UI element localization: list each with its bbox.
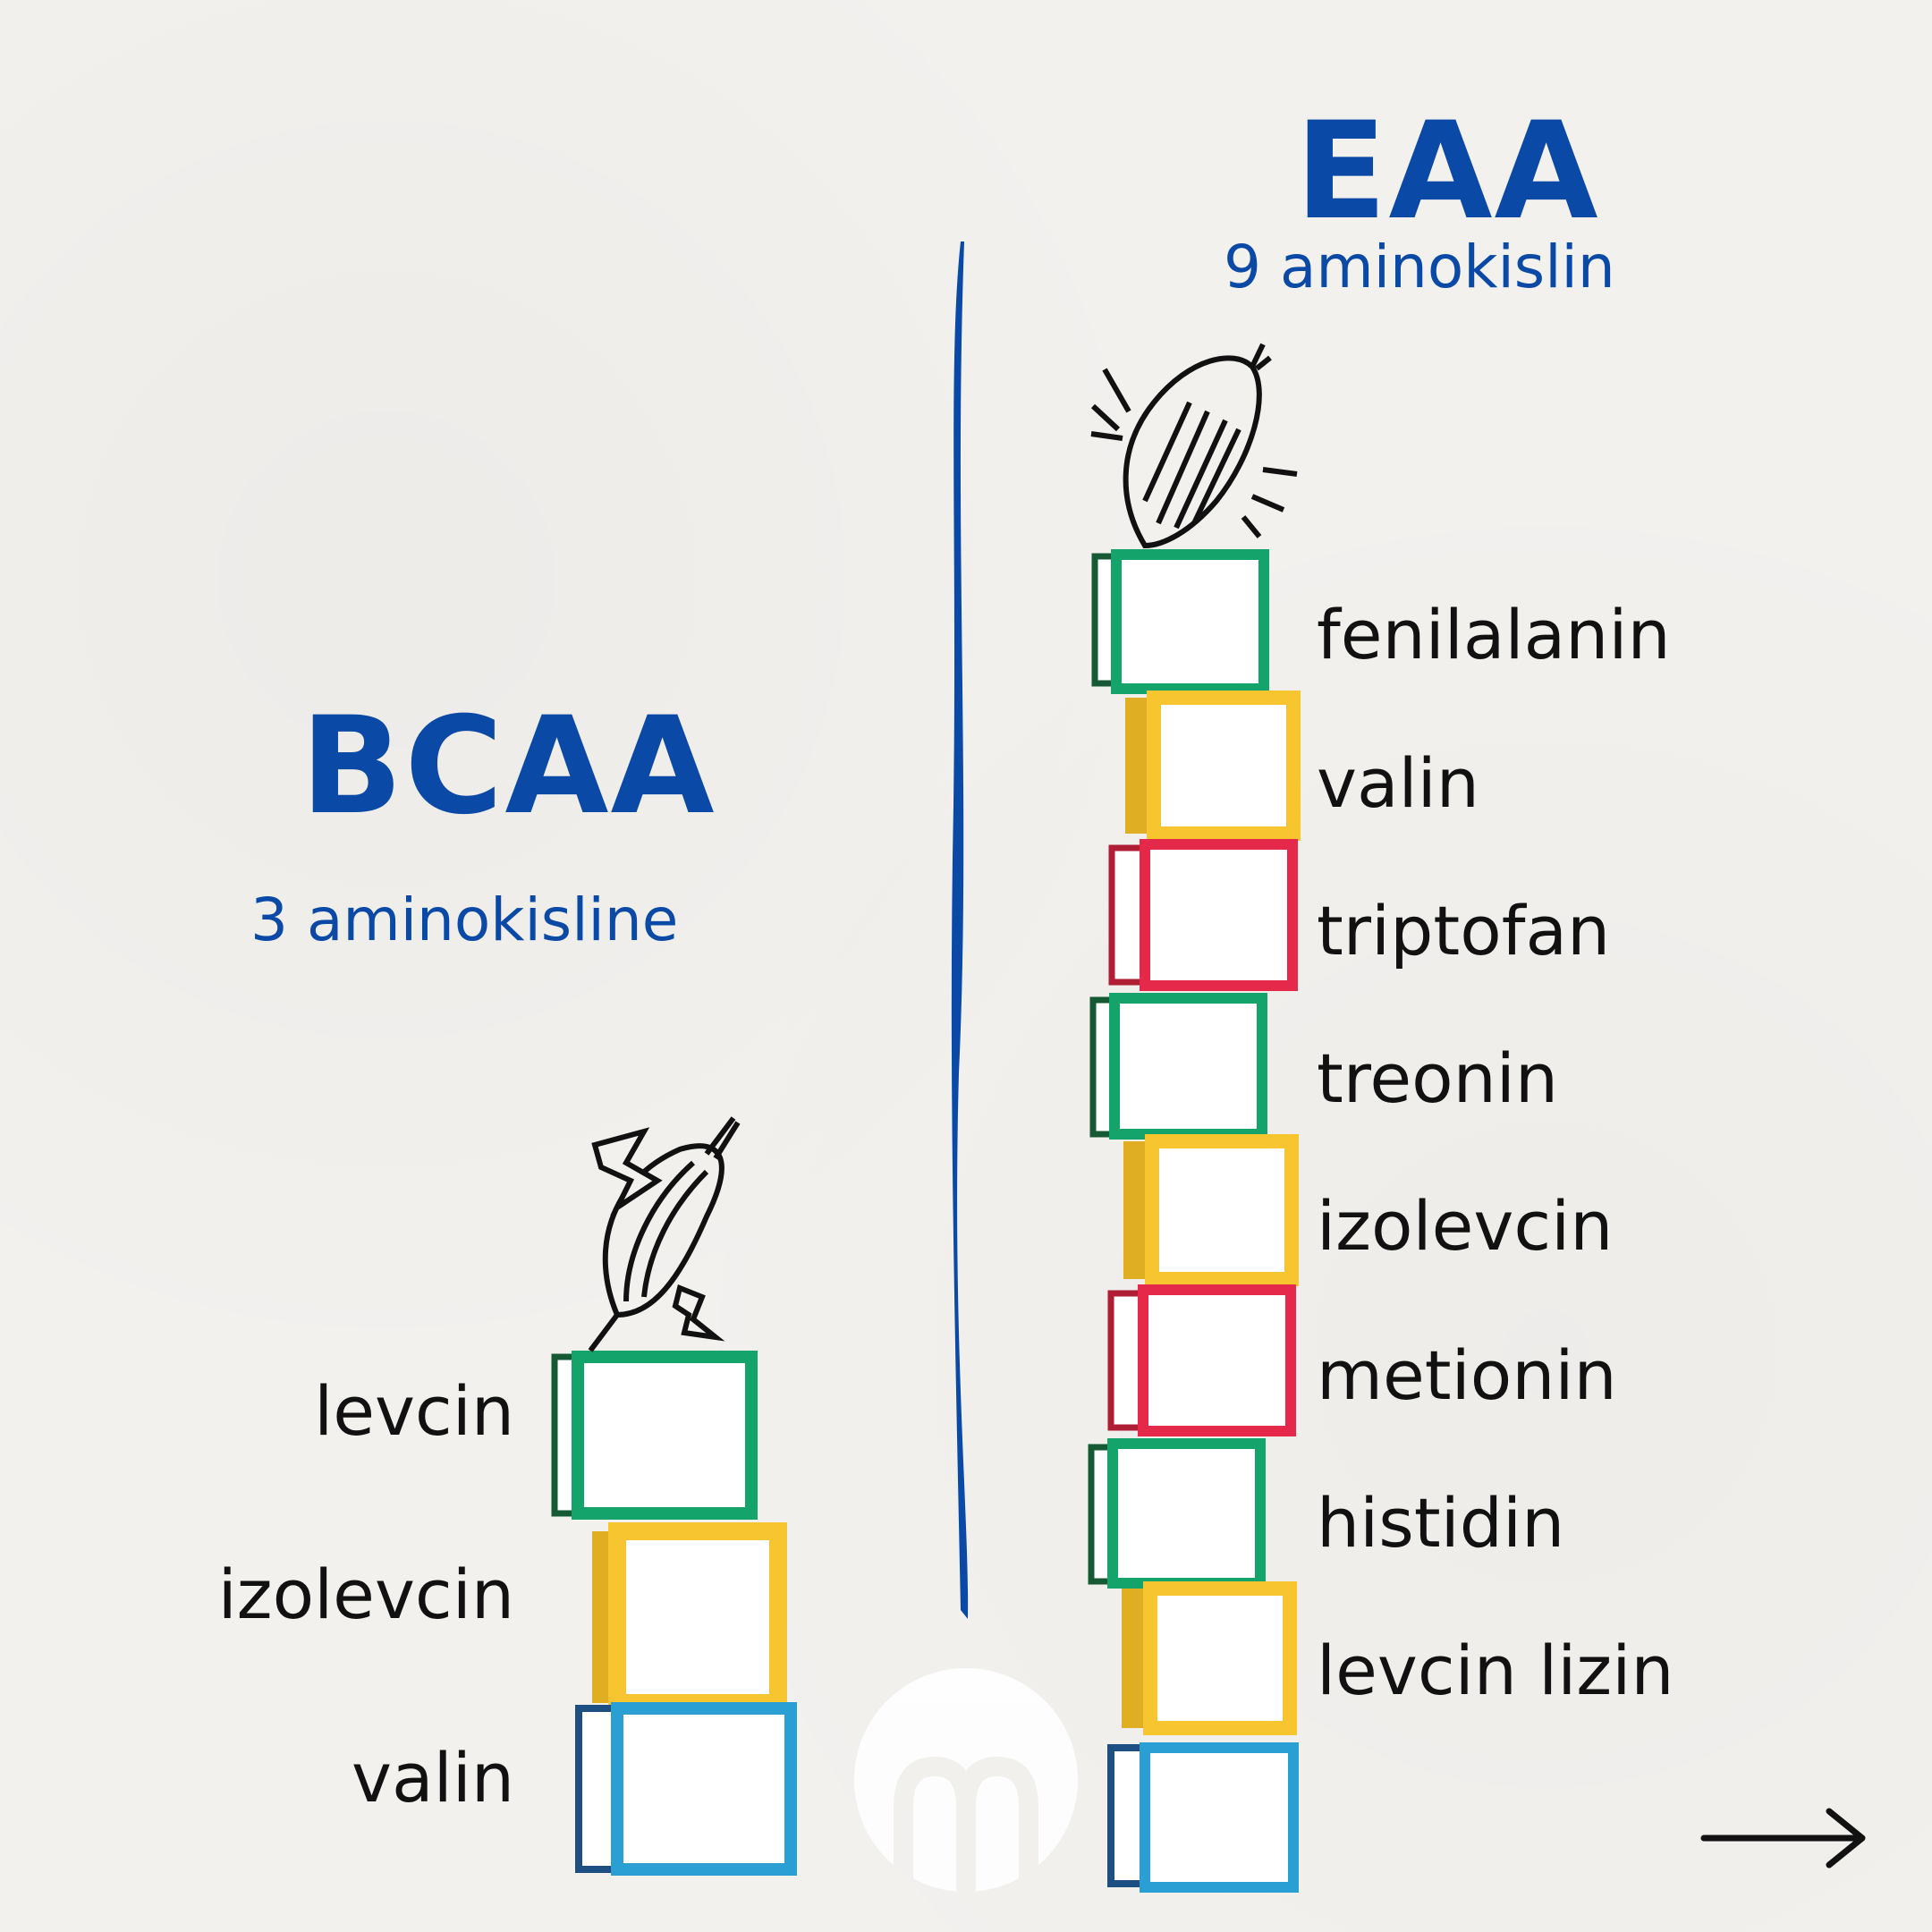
divider-line <box>951 242 969 1619</box>
eaa-block-8 <box>1122 1581 1297 1735</box>
bcaa-label-levcin: levcin <box>314 1371 514 1451</box>
eaa-block-6 <box>1107 1284 1296 1436</box>
muscle-icon <box>588 1116 741 1352</box>
muscle-icon <box>1090 343 1298 549</box>
eaa-label-fenilalanin: fenilalanin <box>1317 595 1671 674</box>
eaa-block-3 <box>1108 839 1298 991</box>
eaa-block-4 <box>1089 993 1267 1140</box>
eaa-label-metionin: metionin <box>1317 1335 1617 1415</box>
eaa-label-valin: valin <box>1317 743 1479 823</box>
eaa-block-1 <box>1091 549 1269 694</box>
eaa-title: EAA <box>1295 94 1600 250</box>
eaa-subtitle: 9 aminokislin <box>1224 233 1615 301</box>
bcaa-title: BCAA <box>301 689 716 844</box>
eaa-label-histidin: histidin <box>1317 1483 1565 1563</box>
eaa-block-9 <box>1107 1742 1299 1893</box>
eaa-label-triptofan: triptofan <box>1317 891 1611 970</box>
eaa-label-treonin: treonin <box>1317 1038 1559 1118</box>
eaa-label-levcin-lizin: levcin lizin <box>1317 1631 1674 1710</box>
bcaa-block-levcin <box>551 1351 758 1520</box>
lightning-icon <box>591 1127 725 1342</box>
bcaa-block-valin <box>575 1702 797 1876</box>
eaa-block-2 <box>1125 691 1301 841</box>
bcaa-label-valin: valin <box>352 1738 514 1818</box>
eaa-block-5 <box>1123 1134 1299 1286</box>
eaa-block-7 <box>1088 1438 1266 1589</box>
next-arrow-icon[interactable] <box>1699 1807 1869 1869</box>
bcaa-label-izolevcin: izolevcin <box>217 1555 514 1634</box>
logo-icon <box>854 1668 1078 1892</box>
bcaa-subtitle: 3 aminokisline <box>250 886 679 954</box>
eaa-label-izolevcin: izolevcin <box>1317 1186 1614 1266</box>
bcaa-block-izolevcin <box>592 1522 787 1712</box>
